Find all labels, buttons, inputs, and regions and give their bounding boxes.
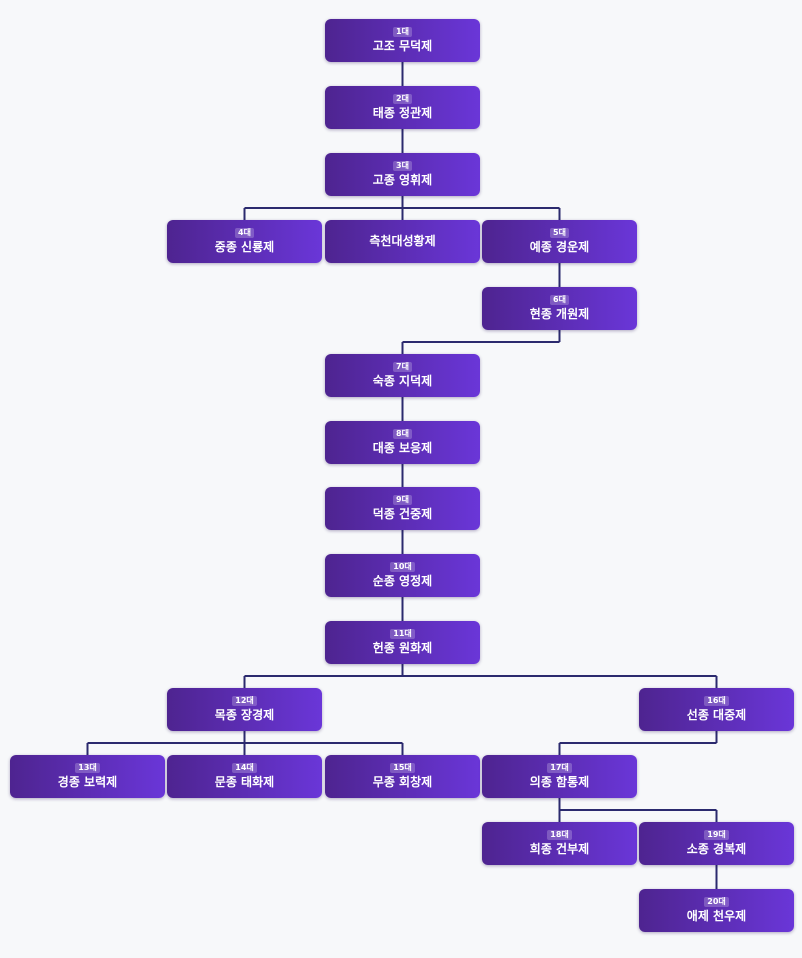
emperor-name: 고종 영휘제 <box>372 173 433 187</box>
generation-badge: 4대 <box>235 228 254 238</box>
emperor-name: 의종 함통제 <box>529 775 590 789</box>
generation-badge: 10대 <box>390 562 415 572</box>
emperor-name: 소종 경복제 <box>686 842 747 856</box>
emperor-name: 고조 무덕제 <box>372 39 433 53</box>
generation-badge: 3대 <box>393 161 412 171</box>
node-nw[interactable]: 측천대성황제 <box>325 220 480 263</box>
generation-badge: 6대 <box>550 295 569 305</box>
emperor-name: 문종 태화제 <box>214 775 275 789</box>
connector-n17 <box>558 798 718 822</box>
generation-badge: 15대 <box>390 763 415 773</box>
emperor-name: 무종 회창제 <box>372 775 433 789</box>
connector-n3 <box>243 196 561 220</box>
emperor-name: 덕종 건중제 <box>372 507 433 521</box>
connector-n12 <box>86 731 404 755</box>
generation-badge: 20대 <box>704 897 729 907</box>
emperor-name: 순종 영정제 <box>372 574 433 588</box>
generation-badge: 11대 <box>390 629 415 639</box>
emperor-name: 선종 대중제 <box>686 708 747 722</box>
generation-badge: 9대 <box>393 495 412 505</box>
emperor-name: 헌종 원화제 <box>372 641 433 655</box>
connector-n11 <box>243 664 718 688</box>
generation-badge: 19대 <box>704 830 729 840</box>
emperor-name: 경종 보력제 <box>57 775 118 789</box>
generation-badge: 13대 <box>75 763 100 773</box>
connector-n16 <box>558 731 718 755</box>
generation-badge: 17대 <box>547 763 572 773</box>
connector-n6 <box>401 330 561 354</box>
generation-badge: 16대 <box>704 696 729 706</box>
emperor-name: 희종 건부제 <box>529 842 590 856</box>
emperor-name: 대종 보응제 <box>372 441 433 455</box>
generation-badge: 7대 <box>393 362 412 372</box>
emperor-name: 애제 천우제 <box>686 909 747 923</box>
emperor-name: 숙종 지덕제 <box>372 374 433 388</box>
emperor-name: 현종 개원제 <box>529 307 590 321</box>
generation-badge: 14대 <box>232 763 257 773</box>
emperor-name: 예종 경운제 <box>529 240 590 254</box>
generation-badge: 12대 <box>232 696 257 706</box>
generation-badge: 2대 <box>393 94 412 104</box>
generation-badge: 18대 <box>547 830 572 840</box>
emperor-name: 목종 장경제 <box>214 708 275 722</box>
generation-badge: 8대 <box>393 429 412 439</box>
emperor-name: 측천대성황제 <box>369 234 436 248</box>
emperor-name: 중종 신룡제 <box>214 240 275 254</box>
generation-badge: 1대 <box>393 27 412 37</box>
emperor-name: 태종 정관제 <box>372 106 433 120</box>
generation-badge: 5대 <box>550 228 569 238</box>
